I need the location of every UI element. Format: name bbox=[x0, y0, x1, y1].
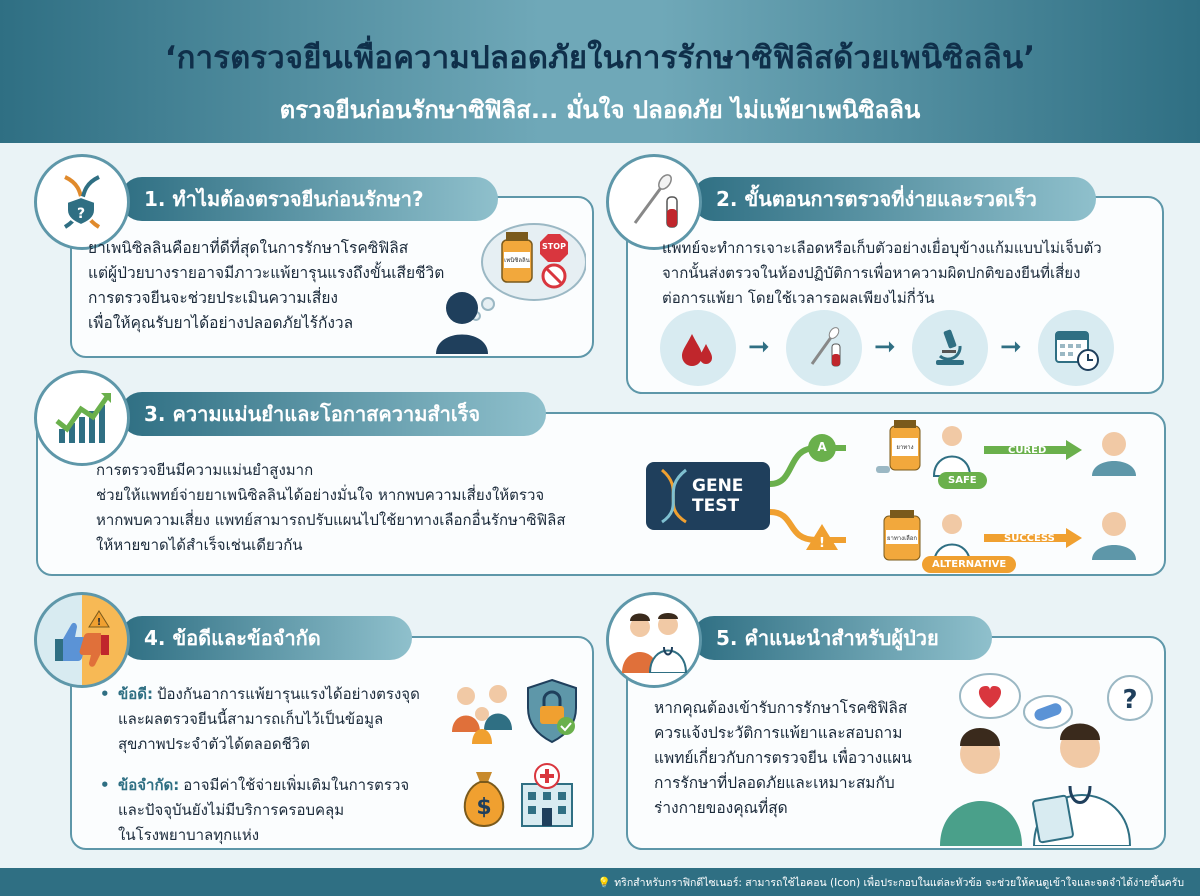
section5-body: หากคุณต้องเข้ารับการรักษาโรคซิฟิลิส ควรแ… bbox=[654, 696, 912, 821]
footer-tip: 💡 ทริกสำหรับกราฟิกดีไซเนอร์: สามารถใช้ไอ… bbox=[598, 874, 1184, 891]
consultation-illustration: ? bbox=[930, 666, 1156, 847]
svg-text:?: ? bbox=[1122, 685, 1137, 715]
hospital-icon bbox=[516, 762, 578, 832]
bullet-icon: • bbox=[100, 776, 110, 794]
header-banner: ‘การตรวจยีนเพื่อความปลอดภัยในการรักษาซิฟ… bbox=[0, 0, 1200, 143]
alternative-badge: ALTERNATIVE bbox=[922, 556, 1017, 573]
section3-line: ให้หายขาดได้สำเร็จเช่นเดียวกัน bbox=[96, 536, 303, 554]
section3-card bbox=[36, 412, 1166, 576]
step-arrow-icon: ➞ bbox=[1000, 332, 1022, 362]
safe-badge: SAFE bbox=[938, 472, 987, 489]
section1-line: เพื่อให้คุณรับยาได้อย่างปลอดภัยไร้กังวล bbox=[88, 314, 354, 332]
cons-row: • ข้อจำกัด: อาจมีค่าใช้จ่ายเพิ่มเติมในกา… bbox=[100, 773, 420, 798]
microscope-icon bbox=[912, 310, 988, 386]
family-icon bbox=[450, 680, 516, 748]
svg-text:?: ? bbox=[77, 206, 85, 222]
gene-test-label: GENE TEST bbox=[692, 476, 744, 516]
calendar-icon bbox=[1038, 310, 1114, 386]
svg-text:!: ! bbox=[819, 536, 825, 551]
section5-line: ควรแจ้งประวัติการแพ้ยาและสอบถาม bbox=[654, 724, 903, 742]
svg-text:$: $ bbox=[476, 795, 491, 820]
section3-line: หากพบความเสี่ยง แพทย์สามารถปรับแผนไปใช้ย… bbox=[96, 511, 566, 529]
growth-chart-icon bbox=[34, 370, 130, 466]
section1-title-text: 1. ทำไมต้องตรวจยีนก่อนรักษา? bbox=[144, 187, 424, 211]
section5-line: หากคุณต้องเข้ารับการรักษาโรคซิฟิลิส bbox=[654, 699, 908, 717]
section4-title-text: 4. ข้อดีและข้อจำกัด bbox=[144, 626, 321, 650]
pros-cons-icon: ! bbox=[34, 592, 130, 688]
section2-line: จากนั้นส่งตรวจในห้องปฏิบัติการเพื่อหาควา… bbox=[662, 264, 1081, 282]
cons-line: ในโรงพยาบาลทุกแห่ง bbox=[118, 826, 260, 844]
footer-tip-text: ทริกสำหรับกราฟิกดีไซเนอร์: สามารถใช้ไอคอ… bbox=[614, 877, 1184, 889]
cons-label: ข้อจำกัด: bbox=[118, 776, 180, 794]
lightbulb-icon: 💡 bbox=[597, 877, 615, 889]
money-bag-icon: $ bbox=[456, 768, 512, 834]
cons-line: อาจมีค่าใช้จ่ายเพิ่มเติมในการตรวจ bbox=[183, 776, 410, 794]
section3-body: การตรวจยีนมีความแม่นยำสูงมาก ช่วยให้แพทย… bbox=[96, 458, 566, 558]
penicillin-bottle-label: เพนิซิลลิน bbox=[504, 257, 530, 264]
stop-sign-label: STOP bbox=[542, 242, 566, 251]
section1-line: การตรวจยีนจะช่วยประเมินความเสี่ยง bbox=[88, 289, 338, 307]
page-title: ‘การตรวจยีนเพื่อความปลอดภัยในการรักษาซิฟ… bbox=[164, 40, 1036, 76]
section5-line: แพทย์เกี่ยวกับการตรวจยีน เพื่อวางแผน bbox=[654, 749, 912, 767]
section2-line: ต่อการแพ้ยา โดยใช้เวลารอผลเพียงไม่กี่วัน bbox=[662, 289, 935, 307]
drug-label: ยาทาง bbox=[896, 444, 914, 451]
gene-test-flow-diagram: ! GENE TEST A ยาทาง ยาทางเลือก SAFE ALTE… bbox=[646, 420, 1146, 573]
patient-doctor-icon bbox=[606, 592, 702, 688]
shield-lock-icon bbox=[522, 676, 582, 750]
success-label: SUCCESS bbox=[1004, 533, 1055, 544]
section1-title: 1. ทำไมต้องตรวจยีนก่อนรักษา? bbox=[120, 177, 498, 221]
pros-row: • ข้อดี: ป้องกันอาการแพ้ยารุนแรงได้อย่าง… bbox=[100, 682, 420, 707]
svg-text:!: ! bbox=[97, 617, 102, 628]
section3-line: ช่วยให้แพทย์จ่ายยาเพนิซิลลินได้อย่างมั่น… bbox=[96, 486, 545, 504]
path-a-label: A bbox=[817, 440, 827, 454]
section4-body: • ข้อดี: ป้องกันอาการแพ้ยารุนแรงได้อย่าง… bbox=[100, 682, 420, 848]
pros-label: ข้อดี: bbox=[118, 685, 154, 703]
section5-title: 5. คำแนะนำสำหรับผู้ป่วย bbox=[692, 616, 992, 660]
section1-line: แต่ผู้ป่วยบางรายอาจมีภาวะแพ้ยารุนแรงถึงข… bbox=[88, 264, 445, 282]
section3-line: การตรวจยีนมีความแม่นยำสูงมาก bbox=[96, 461, 314, 479]
section2-line: แพทย์จะทำการเจาะเลือดหรือเก็บตัวอย่างเยื… bbox=[662, 239, 1102, 257]
section4-title: 4. ข้อดีและข้อจำกัด bbox=[120, 616, 412, 660]
pros-line: และผลตรวจยีนนี้สามารถเก็บไว้เป็นข้อมูล bbox=[118, 710, 384, 728]
blood-drop-icon bbox=[660, 310, 736, 386]
pros-line: ป้องกันอาการแพ้ยารุนแรงได้อย่างตรงจุด bbox=[157, 685, 420, 703]
section2-title-text: 2. ขั้นตอนการตรวจที่ง่ายและรวดเร็ว bbox=[716, 187, 1037, 211]
page-subtitle: ตรวจยีนก่อนรักษาซิฟิลิส... มั่นใจ ปลอดภั… bbox=[279, 96, 921, 124]
cured-label: CURED bbox=[1008, 445, 1047, 456]
footer-bar: 💡 ทริกสำหรับกราฟิกดีไซเนอร์: สามารถใช้ไอ… bbox=[0, 868, 1200, 896]
alt-drug-label: ยาทางเลือก bbox=[886, 535, 918, 542]
section4-card bbox=[70, 636, 594, 850]
section3-title: 3. ความแม่นยำและโอกาสความสำเร็จ bbox=[120, 392, 546, 436]
section5-line: การรักษาที่ปลอดภัยและเหมาะสมกับ bbox=[654, 774, 895, 792]
bullet-icon: • bbox=[100, 685, 110, 703]
swab-icon bbox=[786, 310, 862, 386]
step-arrow-icon: ➞ bbox=[748, 332, 770, 362]
section1-line: ยาเพนิซิลลินคือยาที่ดีที่สุดในการรักษาโร… bbox=[88, 239, 409, 257]
section1-body: ยาเพนิซิลลินคือยาที่ดีที่สุดในการรักษาโร… bbox=[88, 236, 444, 336]
dna-shield-icon: ? bbox=[34, 154, 130, 250]
section5-title-text: 5. คำแนะนำสำหรับผู้ป่วย bbox=[716, 626, 939, 650]
step-arrow-icon: ➞ bbox=[874, 332, 896, 362]
section2-title: 2. ขั้นตอนการตรวจที่ง่ายและรวดเร็ว bbox=[692, 177, 1096, 221]
pros-line: สุขภาพประจำตัวได้ตลอดชีวิต bbox=[118, 735, 310, 753]
cons-line: และปัจจุบันยังไม่มีบริการครอบคลุม bbox=[118, 801, 345, 819]
section5-line: ร่างกายของคุณที่สุด bbox=[654, 799, 788, 817]
thinking-person-illustration: เพนิซิลลิน STOP bbox=[436, 218, 587, 354]
section2-body: แพทย์จะทำการเจาะเลือดหรือเก็บตัวอย่างเยื… bbox=[662, 236, 1102, 311]
section3-title-text: 3. ความแม่นยำและโอกาสความสำเร็จ bbox=[144, 402, 481, 426]
swab-tube-icon bbox=[606, 154, 702, 250]
